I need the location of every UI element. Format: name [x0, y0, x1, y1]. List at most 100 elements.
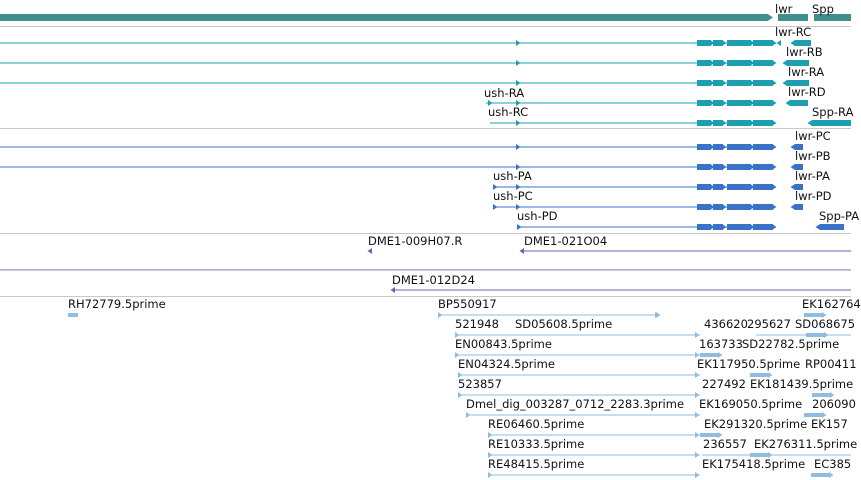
strand-arrow: [722, 40, 727, 46]
gene-label-lwr[interactable]: lwr: [775, 2, 793, 16]
exon-block: [697, 164, 711, 170]
strand-arrow: [516, 40, 521, 46]
est-label[interactable]: EK157: [811, 417, 848, 431]
clone-label[interactable]: DME1-021O04: [524, 234, 608, 248]
est-label[interactable]: RP00411: [805, 357, 857, 371]
transcript-label[interactable]: lwr-RB: [786, 45, 823, 59]
strand-arrow: [790, 184, 795, 190]
protein-label[interactable]: lwr-PB: [795, 149, 831, 163]
strand-arrow: [710, 80, 715, 86]
exon-block: [753, 120, 773, 126]
est-label[interactable]: EK162764: [802, 297, 861, 311]
est-label[interactable]: SD22782.5prime: [742, 337, 840, 351]
strand-arrow: [516, 144, 521, 150]
strand-arrow: [822, 412, 827, 418]
strand-arrow: [710, 120, 715, 126]
clone-label[interactable]: DME1-009H07.R: [368, 234, 463, 248]
protein-label[interactable]: lwr-PD: [795, 189, 832, 203]
strand-arrow: [695, 432, 700, 438]
strand-arrow: [519, 248, 524, 254]
gene-span-bar: [814, 14, 851, 21]
strand-arrow: [782, 80, 787, 86]
exon-block: [753, 184, 773, 190]
protein-label[interactable]: ush-PA: [493, 169, 532, 183]
est-label[interactable]: EK175418.5prime: [702, 457, 806, 471]
exon-block: [790, 100, 808, 106]
strand-arrow: [438, 312, 443, 318]
est-label[interactable]: EN04324.5prime: [458, 357, 555, 371]
est-label[interactable]: Dmel_dig_003287_0712_2283.3prime: [466, 397, 685, 411]
strand-arrow: [458, 372, 463, 378]
exon-block: [795, 144, 803, 150]
est-label[interactable]: EK169050.5prime: [699, 397, 803, 411]
strand-arrow: [695, 472, 700, 478]
strand-arrow: [695, 332, 700, 338]
est-block: [750, 373, 768, 377]
exon-block: [812, 120, 851, 126]
strand-arrow: [772, 164, 777, 170]
strand-arrow: [516, 184, 521, 190]
strand-arrow: [815, 224, 820, 230]
strand-arrow: [750, 184, 755, 190]
est-label[interactable]: BP550917: [438, 297, 497, 311]
transcript-label[interactable]: lwr-RD: [788, 85, 826, 99]
est-label[interactable]: EK117950.5prime: [697, 357, 801, 371]
est-block: [68, 313, 78, 317]
strand-arrow: [790, 40, 795, 46]
transcript-label[interactable]: ush-RA: [484, 86, 525, 100]
gene-label-spp[interactable]: Spp: [812, 2, 834, 16]
strand-arrow: [488, 452, 493, 458]
protein-label[interactable]: lwr-PC: [795, 129, 831, 143]
est-label[interactable]: SD068675: [795, 317, 856, 331]
track-separator: [0, 270, 851, 271]
protein-label[interactable]: Spp-PA: [819, 209, 860, 223]
strand-arrow: [772, 120, 777, 126]
est-label[interactable]: 523857: [458, 377, 502, 391]
est-label[interactable]: RE48415.5prime: [488, 457, 585, 471]
transcript-label[interactable]: lwr-RC: [775, 25, 812, 39]
est-label[interactable]: EC385: [814, 457, 852, 471]
transcript-label[interactable]: ush-RC: [488, 105, 529, 119]
protein-label[interactable]: ush-PC: [493, 189, 533, 203]
est-label[interactable]: 236557: [703, 437, 747, 451]
est-label[interactable]: RH72779.5prime: [68, 297, 166, 311]
strand-arrow: [776, 40, 781, 46]
strand-arrow: [390, 287, 395, 293]
est-label[interactable]: RE06460.5prime: [488, 417, 585, 431]
strand-arrow: [466, 412, 471, 418]
exon-block: [727, 120, 751, 126]
est-label[interactable]: 227492: [702, 377, 746, 391]
strand-arrow: [488, 100, 493, 106]
strand-arrow: [772, 204, 777, 210]
strand-arrow: [656, 312, 661, 318]
est-label[interactable]: EK291320.5prime: [704, 417, 808, 431]
est-label[interactable]: SD05608.5prime: [515, 317, 613, 331]
strand-arrow: [722, 204, 727, 210]
strand-arrow: [830, 392, 835, 398]
strand-arrow: [750, 40, 755, 46]
est-label[interactable]: 436620: [704, 317, 748, 331]
exon-block: [713, 40, 723, 46]
strand-arrow: [782, 60, 787, 66]
strand-arrow: [750, 60, 755, 66]
strand-arrow: [772, 144, 777, 150]
clone-label[interactable]: DME1-012D24: [392, 273, 475, 287]
exon-block: [713, 100, 723, 106]
strand-arrow: [750, 204, 755, 210]
exon-block: [727, 80, 751, 86]
est-label[interactable]: 521948: [455, 317, 499, 331]
est-label[interactable]: RE10333.5prime: [488, 437, 585, 451]
est-label[interactable]: EK276311.5prime: [754, 437, 858, 451]
est-label[interactable]: 163733: [699, 337, 743, 351]
est-label[interactable]: EN00843.5prime: [455, 337, 552, 351]
est-label[interactable]: 295627: [747, 317, 791, 331]
protein-label[interactable]: lwr-PA: [795, 169, 830, 183]
strand-arrow: [488, 472, 493, 478]
transcript-label[interactable]: Spp-RA: [812, 105, 854, 119]
transcript-label[interactable]: lwr-RA: [788, 65, 825, 79]
strand-arrow: [695, 412, 700, 418]
est-label[interactable]: 206090: [812, 397, 856, 411]
est-label[interactable]: EK181439.5prime: [750, 377, 854, 391]
protein-label[interactable]: ush-PD: [517, 209, 558, 223]
